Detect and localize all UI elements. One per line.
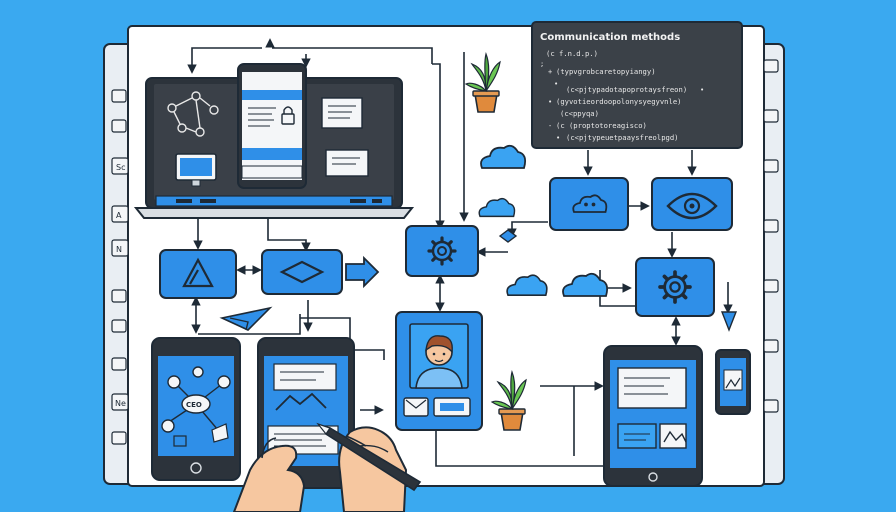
image-icon <box>663 430 687 443</box>
paper-plane-icon <box>219 306 273 331</box>
mail-icon <box>403 397 429 417</box>
left-side-tabs: Sc A N Ne <box>111 89 129 445</box>
panel-title: Communication methods <box>540 32 680 43</box>
code-punct: • <box>548 98 552 106</box>
tablet-primary-button[interactable] <box>617 423 657 449</box>
code-punct: - <box>548 122 552 130</box>
code-line: (c<ppyqa) <box>560 109 599 118</box>
settings-node-right[interactable] <box>635 257 715 317</box>
right-tab-strip <box>763 59 779 413</box>
code-line: (c (proptotoreagisco) <box>556 121 647 130</box>
side-tab-label: Sc <box>116 163 125 172</box>
phone-network: CEO <box>151 337 241 481</box>
lock-icon <box>281 106 295 125</box>
cloud-icon <box>572 194 608 213</box>
image-icon <box>725 377 741 389</box>
arrow-logo-node[interactable] <box>159 249 237 299</box>
monitor-icon <box>175 153 217 187</box>
side-tab-label: Ne <box>115 399 126 408</box>
triangle-logo-icon <box>182 257 214 288</box>
side-tab-label: A <box>116 211 122 220</box>
line-chart-icon <box>275 392 327 411</box>
code-line: (c<pjtypadotapoprotaysfreon) <box>566 85 687 94</box>
code-line: (typvgrobcaretopyiangy) <box>556 67 656 76</box>
code-punct: ; <box>540 60 544 68</box>
code-line: (c<pjtypeuetpaaysfreolpgd) <box>566 133 679 142</box>
phone-badge-text: CEO <box>186 401 202 409</box>
cloud-sync-node[interactable] <box>549 177 629 231</box>
communication-methods-panel: Communication methods (c f.n.d.p.) (typv… <box>531 21 743 149</box>
connector-lines <box>187 38 733 467</box>
small-phone <box>715 349 751 415</box>
user-avatar-icon <box>415 335 463 389</box>
eye-node[interactable] <box>651 177 733 231</box>
phone-badge-oval <box>181 394 211 414</box>
side-tab-label: N <box>116 245 122 254</box>
doc-card <box>325 149 369 177</box>
settings-node-center[interactable] <box>405 225 479 277</box>
phone-chart <box>257 337 355 489</box>
doc-card <box>321 97 363 129</box>
down-arrow-marker <box>720 311 738 332</box>
code-punct: + <box>548 68 552 76</box>
side-tab-1[interactable]: A <box>111 205 129 223</box>
side-tab-0[interactable]: Sc <box>111 157 129 175</box>
side-tab-2[interactable]: N <box>111 239 129 257</box>
user-profile-card[interactable] <box>395 311 483 431</box>
right-arrow-shape <box>345 255 380 289</box>
side-tab-3[interactable]: Ne <box>111 393 129 411</box>
phone-on-laptop <box>237 63 307 189</box>
hands-illustration <box>232 422 422 512</box>
tablet <box>603 345 703 487</box>
diamond-icon <box>279 260 325 284</box>
code-line: (gyvotieordoopolonysyegyvnle) <box>556 97 682 106</box>
code-punct: • <box>700 86 704 94</box>
diamond-connector-icon <box>498 229 518 243</box>
code-punct: • <box>554 80 558 88</box>
code-line: (c f.n.d.p.) <box>546 49 598 58</box>
eye-icon <box>666 192 718 220</box>
code-punct: • <box>556 134 560 142</box>
stylus-pen-icon <box>316 422 422 492</box>
network-graph-icon <box>167 91 219 137</box>
diamond-node[interactable] <box>261 249 343 295</box>
